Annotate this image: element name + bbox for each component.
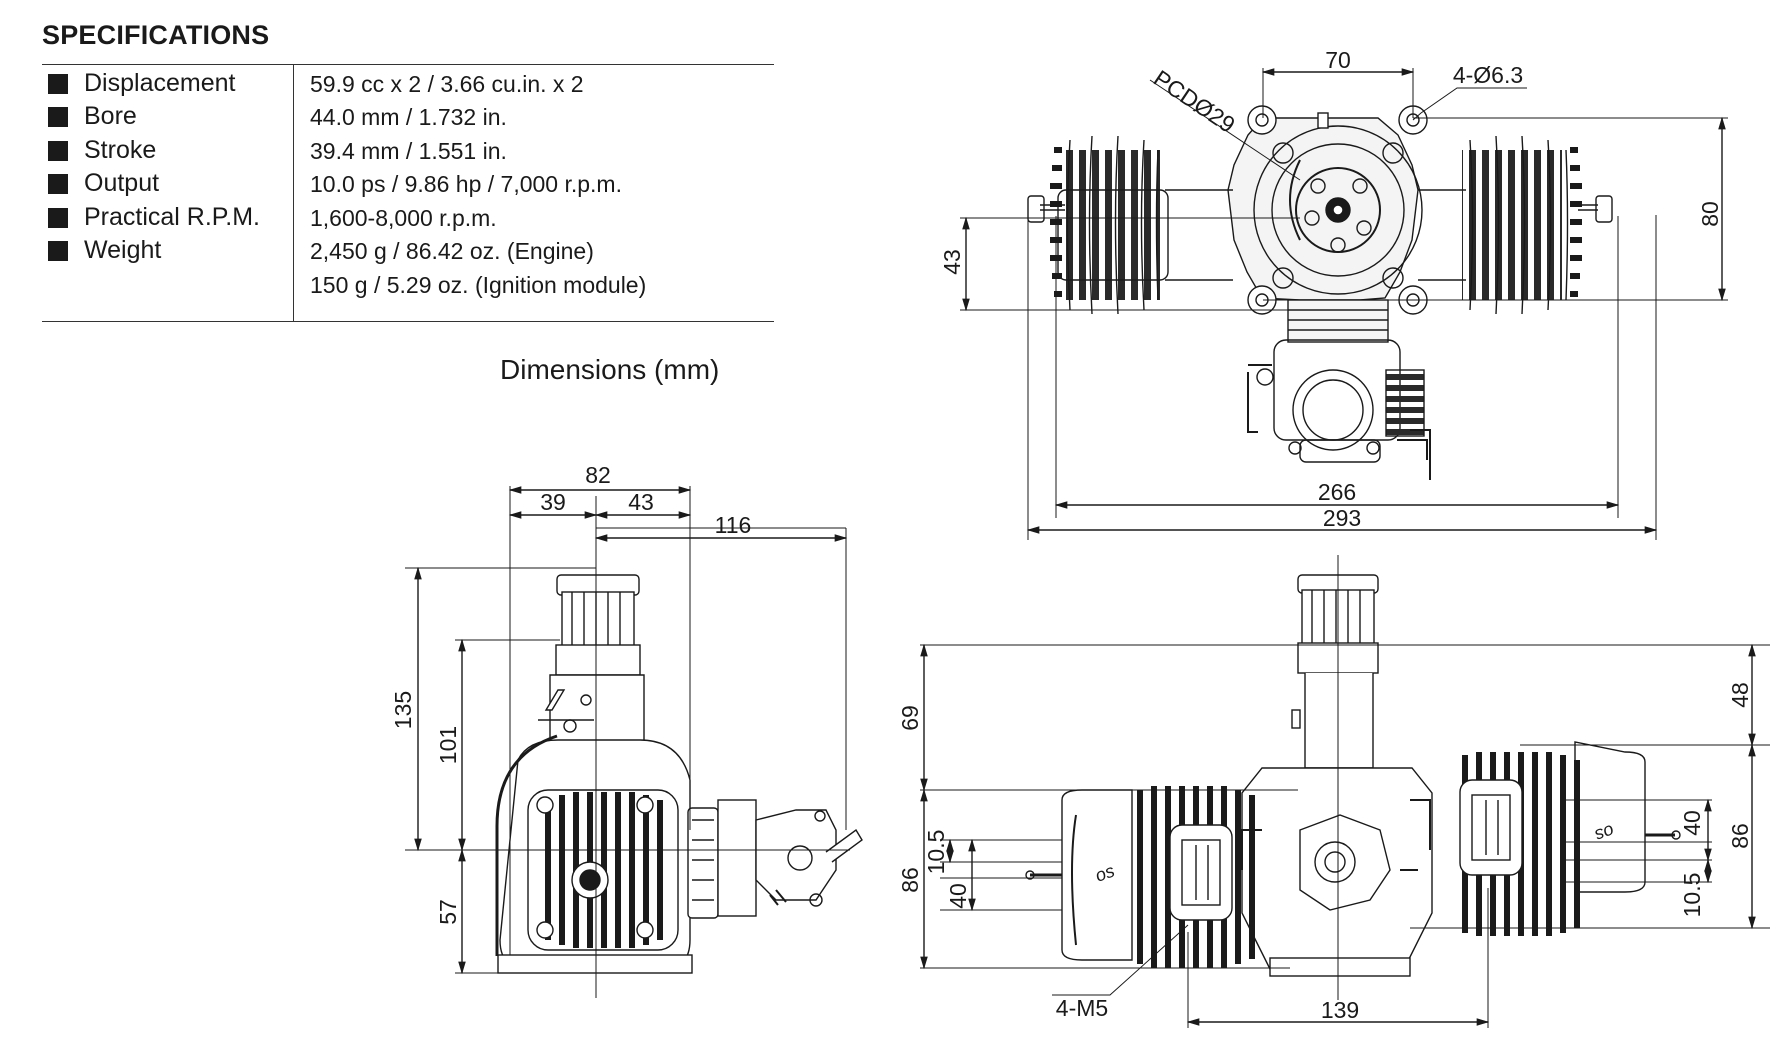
dim-label-101: 101 (435, 726, 461, 764)
spec-label: Weight (84, 236, 162, 264)
spec-label: Displacement (84, 69, 236, 97)
spec-label: Stroke (84, 136, 157, 164)
dim-label-39: 39 (540, 489, 566, 515)
spec-label: Practical R.P.M. (84, 203, 260, 231)
dim-label-69: 69 (897, 705, 923, 731)
top-view (960, 68, 1728, 540)
dimensions-title: Dimensions (mm) (500, 354, 720, 385)
spec-value: 150 g / 5.29 oz. (Ignition module) (310, 272, 647, 298)
spec-value: 59.9 cc x 2 / 3.66 cu.in. x 2 (310, 71, 584, 97)
dim-label-pcd: PCDØ29 (1149, 65, 1240, 138)
top-carburetor (1247, 299, 1431, 480)
dim-label-40-left: 40 (945, 883, 971, 909)
bullet-square-icon (48, 207, 68, 228)
spec-label: Output (84, 169, 160, 197)
dim-label-139: 139 (1321, 997, 1359, 1023)
dim-label-80: 80 (1697, 201, 1723, 227)
dim-label-86-left: 86 (897, 867, 923, 893)
spec-value: 2,450 g / 86.42 oz. (Engine) (310, 238, 594, 264)
spec-row-stroke: Stroke 39.4 mm / 1.551 in. (42, 136, 774, 169)
dim-label-holes: 4-Ø6.3 (1453, 62, 1523, 88)
spec-value: 39.4 mm / 1.551 in. (310, 138, 507, 164)
top-right-cylinder-fins (1462, 135, 1613, 315)
bullet-square-icon (48, 173, 68, 194)
dim-label-43-side: 43 (628, 489, 654, 515)
dim-label-86-right: 86 (1727, 823, 1753, 849)
spec-row-weight: Weight 2,450 g / 86.42 oz. (Engine) (42, 236, 774, 269)
bullet-square-icon (48, 140, 68, 161)
dim-label-116: 116 (715, 512, 752, 538)
spec-row-bore: Bore 44.0 mm / 1.732 in. (42, 102, 774, 135)
spec-row-output: Output 10.0 ps / 9.86 hp / 7,000 r.p.m. (42, 169, 774, 202)
bullet-square-icon (48, 73, 68, 94)
dim-label-43-top: 43 (939, 249, 965, 275)
specifications-table: Displacement 59.9 cc x 2 / 3.66 cu.in. x… (42, 64, 774, 322)
dim-label-10-5-right: 10.5 (1679, 873, 1705, 918)
dim-label-m5: 4-M5 (1056, 995, 1108, 1021)
top-left-cylinder-fins (1027, 135, 1169, 315)
bullet-square-icon (48, 240, 68, 261)
spec-value: 1,600-8,000 r.p.m. (310, 205, 497, 231)
top-crankcase (1165, 105, 1466, 315)
dim-label-82: 82 (585, 462, 611, 488)
bullet-square-icon (48, 106, 68, 127)
dim-label-10-5-left: 10.5 (923, 830, 949, 875)
dim-label-57: 57 (435, 899, 461, 925)
dim-label-266: 266 (1318, 479, 1356, 505)
spec-row-weight-ignition: 150 g / 5.29 oz. (Ignition module) (42, 270, 774, 303)
dim-label-40-right: 40 (1679, 810, 1705, 836)
spec-row-practical-rpm: Practical R.P.M. 1,600-8,000 r.p.m. (42, 203, 774, 236)
front-view: os os (920, 555, 1770, 1028)
dim-label-293: 293 (1323, 505, 1361, 531)
spec-value: 10.0 ps / 9.86 hp / 7,000 r.p.m. (310, 171, 622, 197)
spec-row-displacement: Displacement 59.9 cc x 2 / 3.66 cu.in. x… (42, 69, 774, 102)
side-view (405, 486, 863, 998)
spec-value: 44.0 mm / 1.732 in. (310, 104, 507, 130)
dim-label-135: 135 (390, 691, 416, 729)
dim-label-48: 48 (1727, 682, 1753, 708)
dim-label-70: 70 (1325, 47, 1351, 73)
specifications-title: SPECIFICATIONS (42, 20, 270, 50)
spec-label: Bore (84, 102, 137, 130)
table-divider (293, 65, 294, 321)
